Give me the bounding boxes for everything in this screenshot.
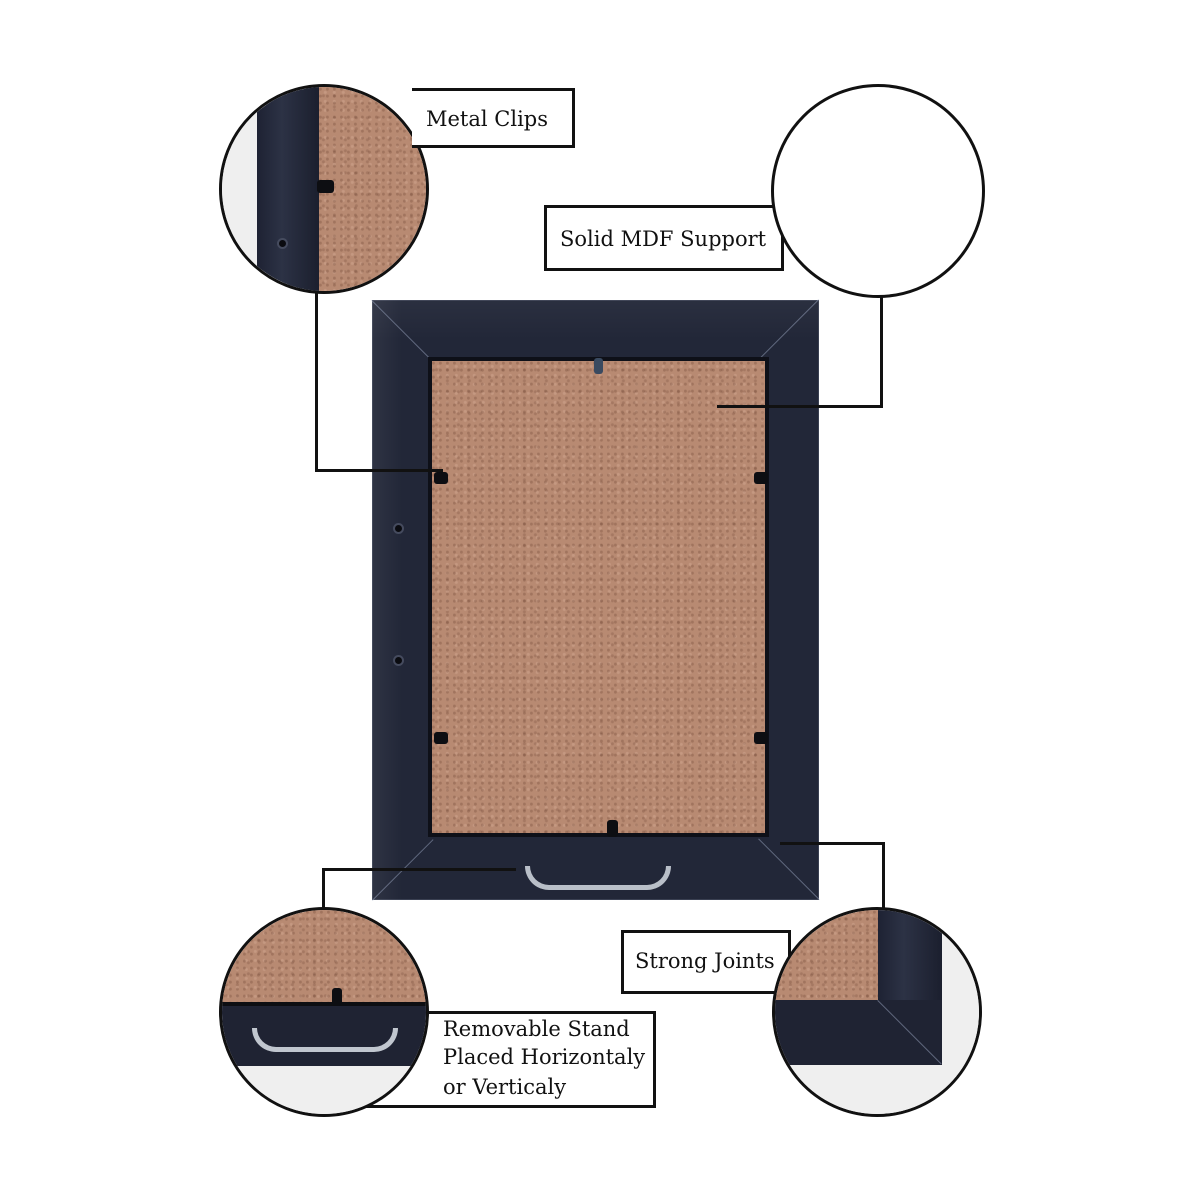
- callout-line-1: Removable Stand: [443, 1017, 630, 1041]
- callout-label: Strong Joints: [635, 949, 775, 973]
- zoom-circle-metal-clips: [219, 84, 429, 294]
- metal-clip-left-lower: [434, 732, 448, 744]
- leader-line-joints-vertical: [882, 842, 885, 910]
- metal-clip-bottom: [607, 820, 618, 837]
- hanging-hole-lower: [395, 657, 402, 664]
- callout-line-3: or Verticaly: [443, 1075, 567, 1099]
- leader-line-mdf-vertical: [880, 296, 883, 408]
- callout-label: Metal Clips: [426, 107, 549, 131]
- mdf-backing: [775, 910, 878, 1000]
- callout-strong-joints: Strong Joints: [621, 930, 791, 994]
- leader-line-metal-clips-horizontal: [315, 469, 443, 472]
- zoom-circle-mdf-support: [771, 84, 985, 298]
- metal-stand-handle: [525, 866, 671, 890]
- metal-clip-right-lower: [754, 732, 768, 744]
- clip-icon: [332, 988, 342, 1005]
- mdf-backing: [222, 910, 426, 1002]
- leader-line-metal-clips-vertical: [315, 292, 318, 472]
- mdf-backing: [319, 87, 426, 291]
- frame-edge-horizontal: [775, 1000, 942, 1065]
- callout-mdf-support: Solid MDF Support: [544, 205, 784, 271]
- stand-handle-icon: [252, 1028, 398, 1052]
- leader-line-stand-horizontal: [322, 868, 516, 871]
- zoom-circle-joints: [772, 907, 982, 1117]
- callout-line-2: Placed Horizontaly: [443, 1045, 646, 1069]
- leader-line-joints-horizontal: [780, 842, 885, 845]
- mdf-backing-board: [432, 361, 765, 833]
- hanging-hole: [279, 240, 286, 247]
- hanging-hole-upper: [395, 525, 402, 532]
- clip-icon: [317, 180, 334, 193]
- frame-edge: [257, 87, 319, 291]
- background-strip: [222, 87, 257, 291]
- board-edge: [222, 1002, 426, 1006]
- metal-clip-right-upper: [754, 472, 768, 484]
- background-strip: [222, 1066, 426, 1114]
- callout-metal-clips: Metal Clips: [412, 88, 575, 148]
- zoom-circle-stand: [219, 907, 429, 1117]
- photo-frame: [371, 299, 820, 901]
- leader-line-mdf-horizontal: [717, 405, 883, 408]
- callout-label: Solid MDF Support: [560, 227, 767, 251]
- metal-clip-left-upper: [434, 472, 448, 484]
- metal-clip-top: [594, 358, 603, 374]
- background-strip-bottom: [775, 1065, 979, 1114]
